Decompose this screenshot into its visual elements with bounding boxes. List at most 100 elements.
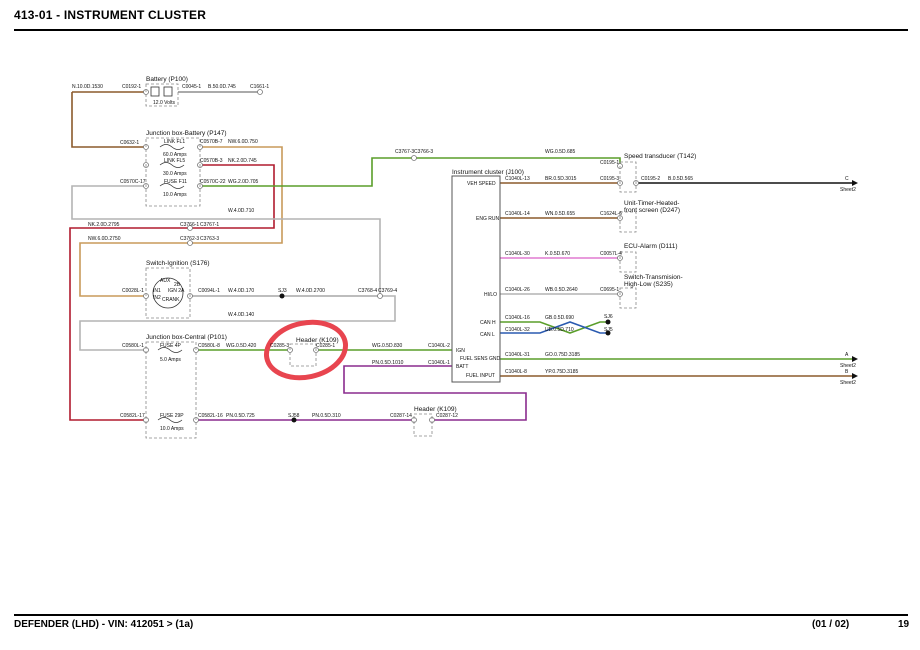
lbl-wn05: WN.0.5D.655 [545,211,575,217]
ignition-name: Switch-Ignition (S176) [146,260,210,267]
fuse-4p-spec: 5.0 Amps [160,357,181,363]
lbl-w40-140: W.4.0D.140 [228,312,254,318]
lbl-c1040-30: C1040L-30 [505,251,530,257]
wire-can-l-blue [500,321,608,334]
lbl-c0195-2: C0195-2 [641,176,660,182]
lbl-c1040-8: C1040L-8 [505,369,527,375]
link1-spec: 60.0 Amps [163,152,187,158]
lbl-c0028: C0028L-1 [122,288,144,294]
ign-2b: 2B [174,282,181,288]
sheet2-a: Sheet2 [840,363,856,369]
header1-name: Header (K109) [296,337,339,344]
ign-2a: IGN 2A [168,288,185,294]
ign-in2: IN2 [153,295,161,301]
lbl-c1040-32: C1040L-32 [505,327,530,333]
lbl-br05: BR.0.5D.3015 [545,176,577,182]
wire-nw60-2750 [79,242,190,297]
speed-box [619,161,637,193]
ecu-name: ECU-Alarm (D111) [624,243,678,250]
splice-sj3 [279,293,285,299]
lbl-yp075: YP.0.75D.3185 [545,369,578,375]
pin-batt: BATT [456,364,468,370]
annotation-circle [263,319,349,381]
lbl-nk20-2795: NK.2.0D.2795 [88,222,120,228]
lbl-c1040-2: C1040L-2 [428,343,450,349]
lbl-c: C [845,176,849,182]
wire-w40-gray [79,295,396,351]
lbl-k05: K.0.5D.670 [545,251,570,257]
pin-can-h: CAN H [480,320,496,326]
lbl-c0287-14: C0287-14 [390,413,412,419]
page-title: 413-01 - INSTRUMENT CLUSTER [14,8,207,22]
fuse-f11-spec: 10.0 Amps [163,192,187,198]
header2-box [413,413,433,437]
timer-box [619,211,637,233]
lbl-c3769-4: C3769-4 [378,288,397,294]
lbl-c3767-1: C3767-1 [200,222,219,228]
lbl-ub05: UB.0.5D.710 [545,327,574,333]
lbl-c0285-3: C0285-3 [270,343,289,349]
lbl-sj5: SJ5 [604,327,613,333]
sheet2-b: Sheet2 [840,380,856,386]
lbl-c0570c17: C0570C-17 [120,179,146,185]
lbl-c3768-4: C3768-4 [358,288,377,294]
fuse-f11-label: FUSE F11 [164,179,187,185]
lbl-wg05-420: WG.0.5D.420 [226,343,257,349]
footer-sheet: (01 / 02) [812,619,850,630]
link2-label: LINK FL5 [164,158,185,164]
lbl-b: B [845,369,849,375]
ign-aux: AUX [160,278,171,284]
trans-name-2: High-Low (S235) [624,281,673,288]
lbl-w40-170: W.4.0D.170 [228,288,254,294]
battery-spec: 12.0 Volts [153,100,175,106]
lbl-wg05-830: WG.0.5D.830 [372,343,403,349]
jb-central-name: Junction box-Central (P101) [146,334,227,341]
lbl-c1040-1: C1040L-1 [428,360,450,366]
lbl-c0580-1: C0580L-1 [122,343,144,349]
wire-battery-ground [71,92,146,148]
wire-pn05-1010 [343,365,527,421]
lbl-pn05-725: PN.0.5D.725 [226,413,255,419]
wire-nk20-745 [69,164,275,421]
lbl-wb05: WB.0.5D.2640 [545,287,578,293]
lbl-c1040-31: C1040L-31 [505,352,530,358]
timer-name-1: Unit-Timer-Heated- [624,200,679,207]
ign-in1: IN1 [153,288,161,294]
lbl-nk20-745: NK.2.0D.745 [228,158,257,164]
lbl-c0287-12: C0287-12 [436,413,458,419]
cluster-name: Instrument cluster (J100) [452,169,524,176]
wire-nw60-750 [190,146,283,244]
jb-battery-box [145,137,201,207]
lbl-c0570b7: C0570B-7 [200,139,223,145]
splice-sj5 [605,330,611,336]
lbl-nw60-2750: NW.6.0D.2750 [88,236,121,242]
lbl-b50: B.50.0D.745 [208,84,236,90]
fuse-29p-spec: 10.0 Amps [160,426,184,432]
wire-wg20-green-up [310,157,621,187]
lbl-c0570c22: C0570C-22 [200,179,226,185]
lbl-c1040-13: C1040L-13 [505,176,530,182]
lbl-sj6: SJ6 [604,314,613,320]
trans-box [619,287,637,309]
footer-page-number: 19 [898,619,910,630]
lbl-w40-710: W.4.0D.710 [228,208,254,214]
lbl-c0195-3: C0195-3 [600,176,619,182]
lbl-n10: N.10.0D.1530 [72,84,103,90]
lbl-pn05-310: PN.0.5D.310 [312,413,341,419]
lbl-w40-2700: W.4.0D.2700 [296,288,325,294]
link1-label: LINK FL1 [164,139,185,145]
lbl-c1040-16: C1040L-16 [505,315,530,321]
timer-name-2: front screen (D247) [624,207,680,214]
lbl-c0285-1: C0285-1 [316,343,335,349]
lbl-c0582-16: C0582L-16 [198,413,223,419]
pin-fuel-input: FUEL INPUT [466,373,495,379]
lbl-wg20-705: WG.2.0D.705 [228,179,259,185]
lbl-c0570b3: C0570B-3 [200,158,223,164]
lbl-sj58: SJ58 [288,413,300,419]
header1-box [289,343,317,367]
lbl-c1624-6: C1624L-6 [600,211,622,217]
battery-box [145,83,179,107]
lbl-c1040-14: C1040L-14 [505,211,530,217]
battery-name: Battery (P100) [146,76,188,83]
lbl-c0192: C0192-1 [122,84,141,90]
